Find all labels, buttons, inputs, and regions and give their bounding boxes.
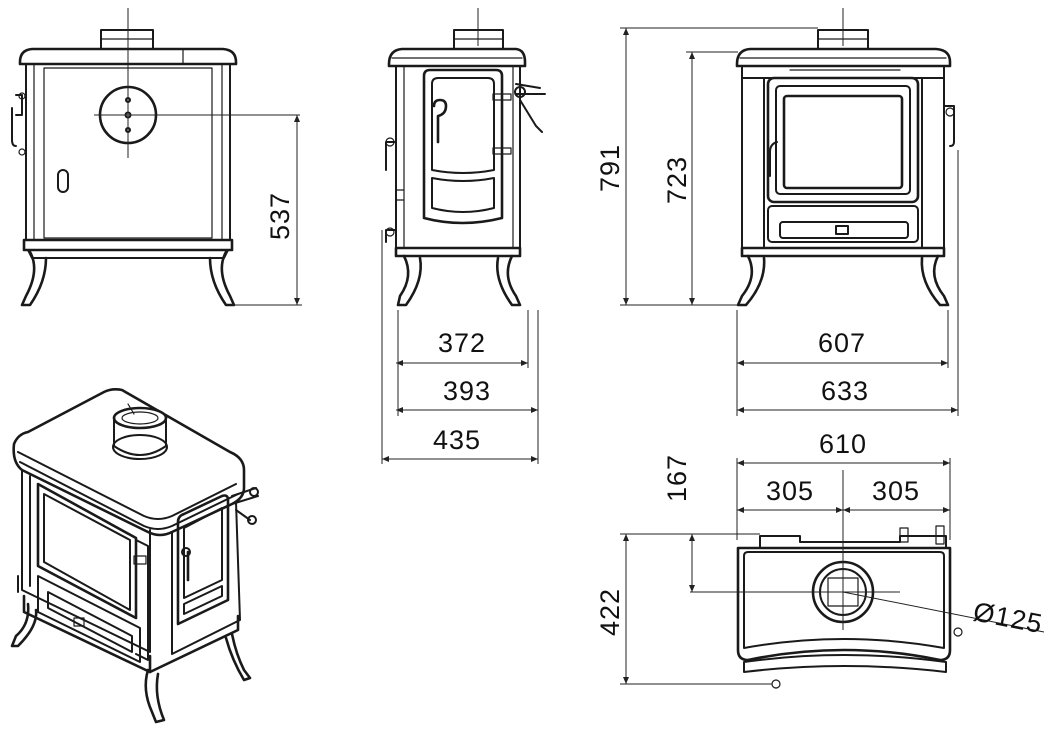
- dim-label-537: 537: [265, 192, 295, 240]
- isometric-view: [10, 388, 259, 724]
- dim-label-305-right: 305: [872, 476, 920, 506]
- rear-view: [11, 8, 300, 307]
- dim-label-diameter: Ø125: [971, 596, 1045, 639]
- dim-side-depths: 372 393 435: [381, 230, 539, 464]
- dim-label-305-left: 305: [766, 476, 814, 506]
- dim-side-height: 537: [232, 115, 302, 306]
- dim-label-422: 422: [595, 588, 625, 636]
- dim-label-791: 791: [595, 144, 625, 192]
- front-view: [735, 8, 955, 307]
- dim-label-435: 435: [433, 425, 481, 455]
- dim-label-633: 633: [821, 376, 869, 406]
- dim-label-393: 393: [443, 376, 491, 406]
- dim-label-167: 167: [662, 454, 692, 502]
- dim-label-610: 610: [819, 429, 867, 459]
- dim-label-607: 607: [818, 328, 866, 358]
- dim-top: 610 305 305 167 422 Ø125: [595, 429, 1045, 685]
- dim-front: 791 723 607 633: [595, 27, 959, 416]
- top-view: [690, 470, 1045, 689]
- dim-label-372: 372: [438, 328, 486, 358]
- dim-label-723: 723: [662, 156, 692, 204]
- side-view: [385, 8, 546, 307]
